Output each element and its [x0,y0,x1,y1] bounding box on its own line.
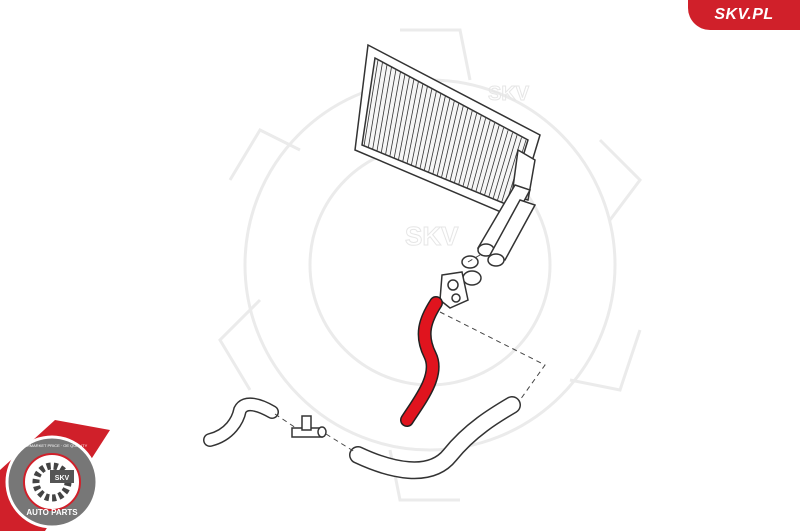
heater-fin [501,137,522,203]
heater-fin [398,79,415,161]
flange-gasket [439,271,469,309]
heater-fin [402,81,419,162]
heater-fin [492,132,513,199]
heater-fin [432,98,451,175]
heater-fin [497,135,518,201]
heater-fin [363,59,379,147]
heater-fin [449,108,469,182]
heater-fin [410,86,428,166]
heater-fin [484,127,504,196]
heater-fin [428,96,446,173]
heater-fin [436,101,455,176]
heater-fin [376,67,392,152]
heater-fin [479,125,500,194]
heater-fin [488,130,509,198]
heater-fin [385,72,401,155]
heater-fin [406,84,424,164]
heater-fin [453,110,473,184]
heater-fin [466,118,487,189]
watermark-text: SKV [488,83,530,105]
heater-fin [389,74,406,157]
watermark-text: SKV [405,221,459,251]
svg-text:SKV: SKV [55,475,70,482]
svg-text:AFTERMARKET PRICE · OE QUALITY: AFTERMARKET PRICE · OE QUALITY [17,443,88,448]
heater-fin [380,69,397,154]
t-connector [291,415,327,438]
heater-fin [458,113,478,185]
badge-text: SKV.PL [714,6,774,23]
leader-lines [274,254,546,453]
heater-fin [471,120,491,191]
heater-fin [367,62,383,148]
skv-auto-parts-logo: SKV AUTO PARTS AFTERMARKET PRICE · OE QU… [0,420,110,531]
heater-fin [475,122,495,192]
skv-pl-badge[interactable]: SKV.PL [688,0,800,30]
heater-fin [462,115,482,187]
heater-fin [445,105,464,180]
heater-fin [372,64,388,150]
heater-fin [423,93,442,171]
heater-fin [441,103,460,178]
heater-core [354,43,541,220]
heater-fin [393,76,410,159]
heater-fin [419,91,437,169]
heater-fin [415,89,433,168]
svg-text:AUTO PARTS: AUTO PARTS [26,508,78,517]
